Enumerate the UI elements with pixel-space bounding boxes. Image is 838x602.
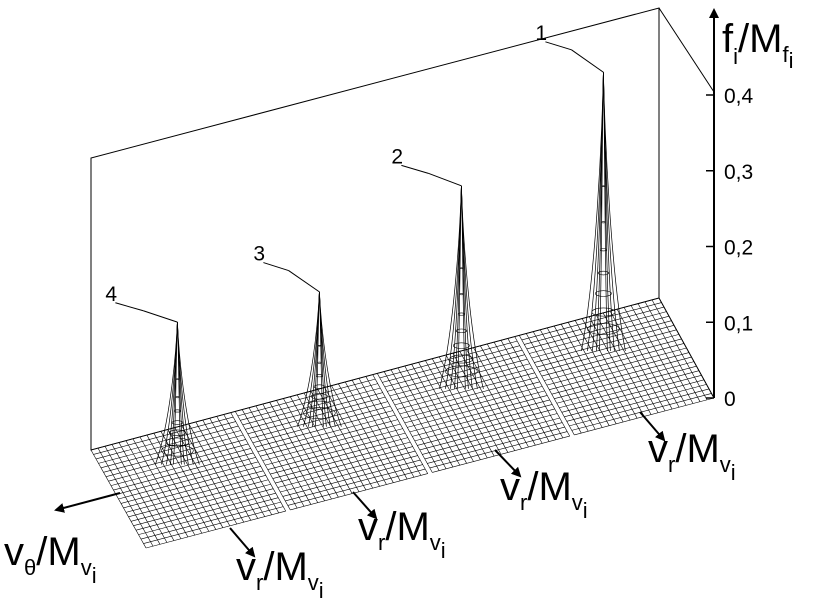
r-axis-label: vr/Mvi — [648, 427, 736, 485]
peak-label: 1 — [535, 22, 547, 45]
floor-panel — [519, 297, 715, 436]
peak-2: 2 — [391, 145, 484, 389]
theta-axis-label: vθ/Mvi — [4, 530, 97, 588]
peak-leader — [288, 270, 320, 293]
peak-leader — [143, 310, 178, 323]
r-axis-arrow — [639, 411, 666, 442]
r-axis: vr/Mvi — [352, 491, 446, 563]
floor-panel — [90, 412, 286, 549]
peak-1: 1 — [535, 22, 626, 351]
peak-label: 4 — [105, 283, 117, 306]
z-tick-label: 0 — [724, 388, 736, 411]
peak-leader-tail — [263, 262, 289, 272]
r-axis-arrow — [229, 527, 256, 558]
peak-leader — [428, 172, 462, 187]
r-axis: vr/Mvi — [229, 527, 324, 602]
z-tick-label: 0,2 — [724, 237, 753, 260]
peak-leader — [571, 49, 604, 73]
peak-label: 2 — [391, 145, 403, 168]
theta-axis-arrow — [54, 492, 121, 513]
floor-panel — [377, 336, 570, 473]
z-axis-label: fi/Mfi — [722, 17, 793, 73]
r-axis-label: vr/Mvi — [236, 545, 324, 602]
r-axes: vr/Mvi vr/Mvi vr/Mvi vr/Mvi — [229, 411, 736, 602]
r-axis: vr/Mvi — [494, 449, 588, 523]
r-axis-arrow — [352, 491, 378, 520]
z-axis-ticks: 0 0,1 0,2 0,3 0,4 — [706, 85, 754, 411]
r-axis-label: vr/Mvi — [500, 465, 588, 523]
r-axis: vr/Mvi — [639, 411, 736, 485]
peak-leader-tail — [545, 41, 572, 51]
r-axis-arrow — [494, 449, 522, 478]
z-tick-label: 0,1 — [724, 312, 753, 335]
peak-leader-tail — [401, 164, 429, 174]
floor-panel — [235, 374, 428, 511]
top-connector — [658, 7, 715, 93]
peak-3: 3 — [253, 243, 342, 427]
peaks-group: 1 2 3 4 — [105, 22, 626, 465]
z-tick-label: 0,3 — [724, 161, 753, 184]
peak-leader-tail — [115, 302, 144, 312]
peak-4: 4 — [105, 283, 200, 465]
floor-grid — [90, 297, 715, 549]
peak-label: 3 — [253, 243, 265, 266]
r-axis-label: vr/Mvi — [358, 505, 446, 563]
z-tick-label: 0,4 — [724, 85, 754, 108]
